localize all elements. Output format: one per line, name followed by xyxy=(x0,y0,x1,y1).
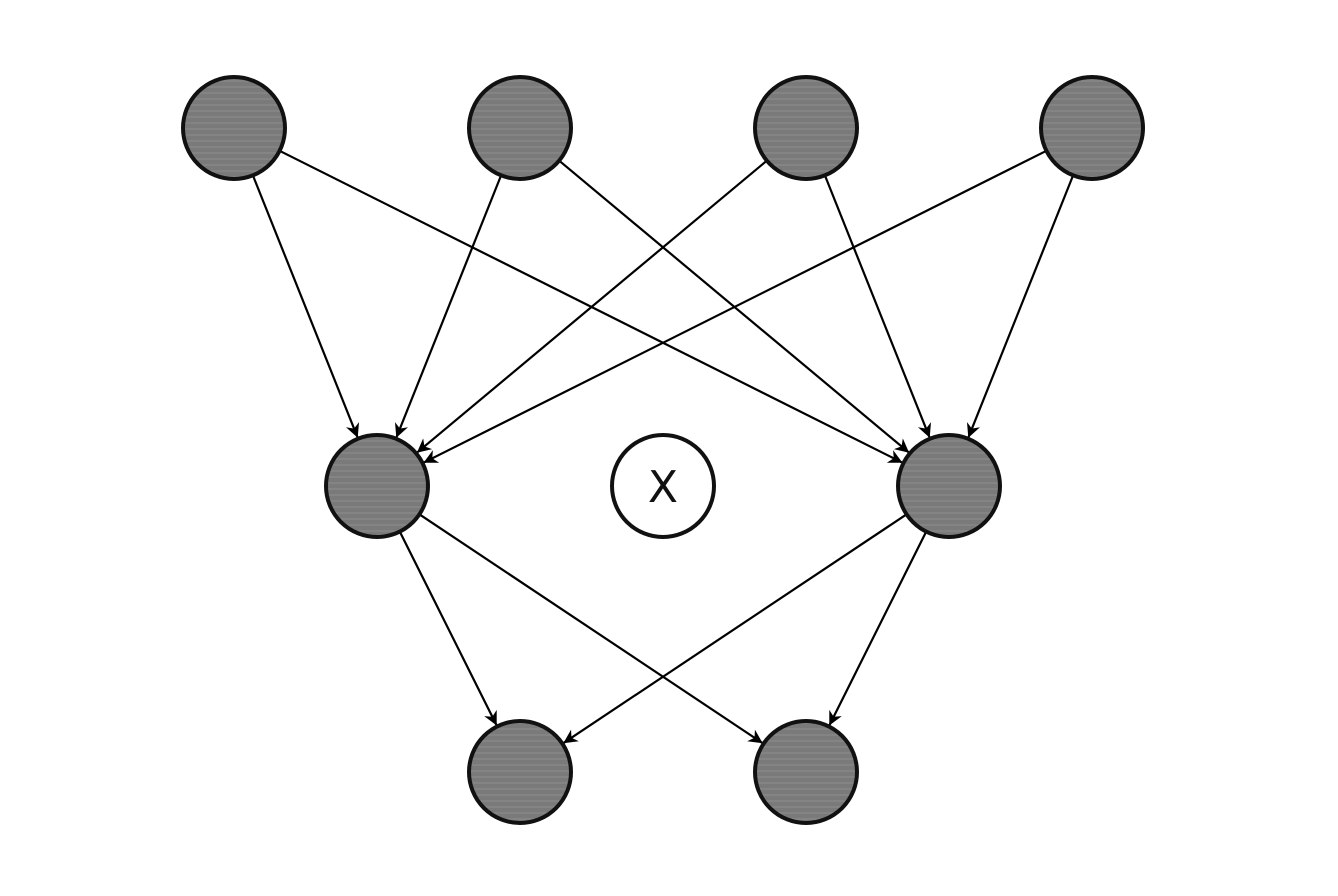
edge-t3-to-m2 xyxy=(823,174,932,439)
node-circle-t3 xyxy=(753,75,859,181)
node-t3 xyxy=(753,75,859,181)
node-circle-x xyxy=(610,433,716,539)
node-m2 xyxy=(896,433,1002,539)
edge-t4-to-m2 xyxy=(966,174,1075,439)
node-circle-m2 xyxy=(896,433,1002,539)
edge-t3-to-m1 xyxy=(416,159,768,454)
node-b2 xyxy=(753,719,859,825)
node-circle-m1 xyxy=(324,433,430,539)
node-m1 xyxy=(324,433,430,539)
node-label-x: X xyxy=(648,462,678,513)
nodes-layer: X xyxy=(181,75,1145,825)
node-circle-b2 xyxy=(753,719,859,825)
edge-m1-to-b1 xyxy=(398,531,498,726)
edge-m2-to-b2 xyxy=(828,531,928,726)
edge-m2-to-b1 xyxy=(562,513,908,745)
node-t4 xyxy=(1039,75,1145,181)
edges-layer xyxy=(251,149,1075,745)
node-b1 xyxy=(467,719,573,825)
node-circle-b1 xyxy=(467,719,573,825)
node-x: X xyxy=(610,433,716,539)
node-circle-t1 xyxy=(181,75,287,181)
edge-t2-to-m1 xyxy=(394,174,503,439)
node-circle-t4 xyxy=(1039,75,1145,181)
edge-m1-to-b2 xyxy=(418,513,764,745)
node-circle-t2 xyxy=(467,75,573,181)
edge-t4-to-m1 xyxy=(423,149,1047,464)
node-t1 xyxy=(181,75,287,181)
node-t2 xyxy=(467,75,573,181)
edge-t1-to-m1 xyxy=(251,174,360,439)
